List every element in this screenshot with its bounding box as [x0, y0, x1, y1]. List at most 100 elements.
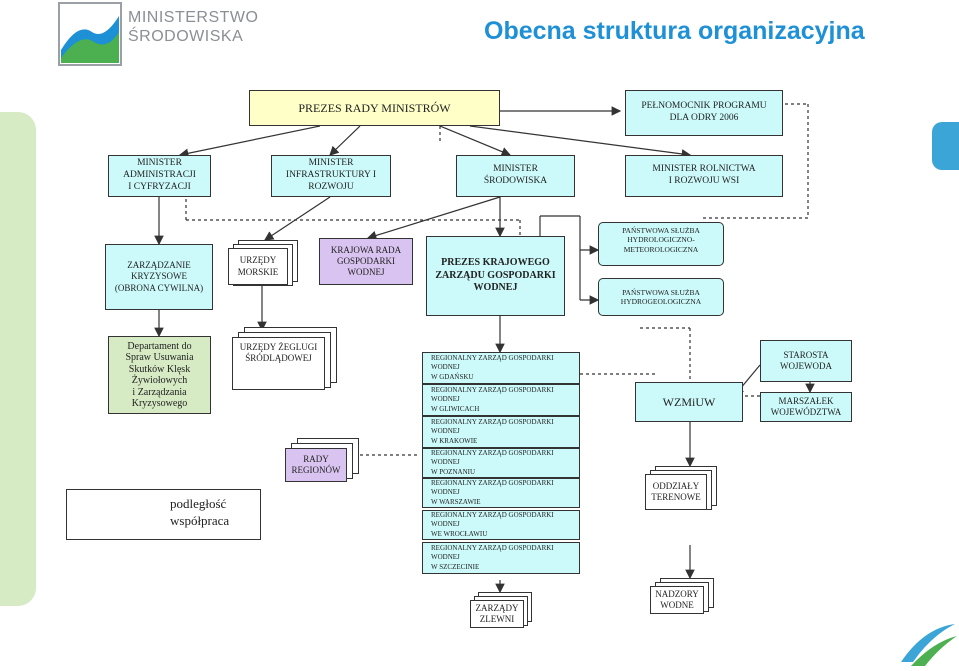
- departament-line-5: i Zarządzania: [132, 386, 187, 398]
- minister-rolnictwa-box: MINISTER ROLNICTWA I ROZWOJU WSI: [625, 155, 783, 197]
- departament-box: Departament do Spraw Usuwania Skutków Kl…: [108, 336, 211, 414]
- krajowa-rada-box: KRAJOWA RADA GOSPODARKI WODNEJ: [319, 238, 413, 285]
- wzmiuw-box: WZMiUW: [635, 382, 743, 422]
- oddzialy-line-2: TERENOWE: [651, 492, 701, 502]
- urzedy-morskie-box: URZĘDY MORSKIE: [228, 248, 288, 285]
- rzgw-gliwice-line-2: W GLIWICACH: [431, 404, 480, 413]
- rzgw-poznan-line-2: W POZNANIU: [431, 467, 476, 476]
- departament-line-6: Kryzysowego: [131, 398, 188, 409]
- page-title: Obecna struktura organizacyjna: [484, 17, 865, 45]
- rzgw-krakow-line-2: W KRAKOWIE: [431, 436, 478, 445]
- corner-swoosh-icon: [901, 624, 957, 666]
- ministry-logo: MINISTERSTWO ŚRODOWISKA: [58, 2, 258, 68]
- krajowa-rada-line-2: GOSPODARKI: [336, 255, 395, 266]
- starosta-line-1: STAROSTA: [783, 349, 829, 360]
- rzgw-poznan-box: REGIONALNY ZARZĄD GOSPODARKI WODNEJ W PO…: [422, 448, 580, 478]
- departament-line-3: Skutków Klęsk: [128, 363, 191, 375]
- marszalek-box: MARSZAŁEK WOJEWÓDZTWA: [760, 392, 852, 422]
- minister-srodowiska-box: MINISTER ŚRODOWISKA: [456, 155, 575, 197]
- psh-geo-line-2: HYDROGEOLOGICZNA: [620, 297, 702, 306]
- zarzady-line-2: ZLEWNI: [479, 614, 515, 624]
- left-green-band: [0, 112, 36, 606]
- min-rol-line-1: MINISTER ROLNICTWA: [652, 164, 756, 175]
- rzgw-wroclaw-line-2: WE WROCŁAWIU: [431, 529, 488, 538]
- min-admin-line-2: ADMINISTRACJI: [123, 170, 196, 181]
- zarzadzanie-line-2: KRYZYSOWE: [131, 271, 187, 282]
- zarzady-line-1: ZARZĄDY: [475, 602, 519, 613]
- logo-emblem: [58, 2, 122, 66]
- prezes-kzgw-line-2: ZARZĄDU GOSPODARKI: [435, 269, 556, 281]
- rzgw-warszawa-line-1: REGIONALNY ZARZĄD GOSPODARKI WODNEJ: [431, 479, 554, 497]
- psh-meteo-line-3: METEOROLOGICZNA: [623, 244, 699, 254]
- min-infra-line-1: MINISTER: [308, 158, 354, 169]
- pelnomocnik-line-1: PEŁNOMOCNIK PROGRAMU: [641, 101, 767, 112]
- logo-line-1: MINISTERSTWO: [128, 9, 259, 26]
- min-admin-line-3: I CYFRYZACJI: [128, 181, 191, 192]
- rzgw-gdansk-line-2: W GDAŃSKU: [431, 372, 474, 381]
- rzgw-wroclaw-box: REGIONALNY ZARZĄD GOSPODARKI WODNEJ WE W…: [422, 510, 580, 540]
- nadzory-line-2: WODNE: [660, 600, 694, 610]
- departament-line-2: Spraw Usuwania: [125, 352, 194, 363]
- rzgw-szczecin-line-1: REGIONALNY ZARZĄD GOSPODARKI WODNEJ: [431, 544, 554, 562]
- departament-line-4: Żywiołowych: [131, 375, 188, 386]
- pelnomocnik-line-2: DLA ODRY 2006: [669, 113, 739, 123]
- nadzory-wodne-box: NADZORY WODNE: [650, 586, 704, 614]
- psh-meteo-line-1: PAŃSTWOWA SŁUŻBA: [622, 226, 700, 235]
- pelnomocnik-box: PEŁNOMOCNIK PROGRAMU DLA ODRY 2006: [625, 90, 783, 136]
- rady-line-1: RADY: [303, 453, 329, 464]
- legend-subordination-label: podległość: [170, 496, 227, 511]
- minister-administracji-box: MINISTER ADMINISTRACJI I CYFRYZACJI: [108, 155, 211, 197]
- min-admin-line-1: MINISTER: [137, 158, 182, 169]
- zarzadzanie-kryzysowe-box: ZARZĄDZANIE KRYZYSOWE (OBRONA CYWILNA): [105, 244, 213, 310]
- minister-infrastruktury-box: MINISTER INFRASTRUKTURY I ROZWOJU: [271, 155, 391, 197]
- rzgw-krakow-line-1: REGIONALNY ZARZĄD GOSPODARKI WODNEJ: [431, 418, 554, 436]
- rzgw-poznan-line-1: REGIONALNY ZARZĄD GOSPODARKI WODNEJ: [431, 449, 554, 467]
- krajowa-rada-line-3: WODNEJ: [347, 267, 385, 278]
- rzgw-warszawa-box: REGIONALNY ZARZĄD GOSPODARKI WODNEJ W WA…: [422, 478, 580, 508]
- urzedy-morskie-line-2: MORSKIE: [237, 266, 279, 277]
- min-srod-line-2: ŚRODOWISKA: [483, 176, 548, 186]
- logo-line-2: ŚRODOWISKA: [128, 28, 244, 45]
- urzedy-morskie-line-1: URZĘDY: [239, 255, 277, 266]
- wzmiuw-label: WZMiUW: [662, 394, 716, 409]
- urzedy-zeglugi-line-2: ŚRÓDLĄDOWEJ: [245, 353, 312, 364]
- rzgw-krakow-box: REGIONALNY ZARZĄD GOSPODARKI WODNEJ W KR…: [422, 416, 580, 448]
- marszalek-line-1: MARSZAŁEK: [778, 395, 834, 406]
- oddzialy-box: ODDZIAŁY TERENOWE: [645, 474, 707, 510]
- zarzadzanie-line-3: (OBRONA CYWILNA): [114, 282, 204, 293]
- zarzadzanie-line-1: ZARZĄDZANIE: [127, 260, 191, 271]
- psh-geo-line-1: PAŃSTWOWA SŁUŻBA: [622, 287, 700, 297]
- departament-line-1: Departament do: [127, 340, 192, 352]
- rzgw-gdansk-line-1: REGIONALNY ZARZĄD GOSPODARKI WODNEJ: [431, 354, 554, 372]
- marszalek-line-2: WOJEWÓDZTWA: [770, 407, 842, 417]
- rady-regionow-box: RADY REGIONÓW: [285, 448, 347, 482]
- rady-line-2: REGIONÓW: [291, 465, 341, 475]
- nadzory-line-1: NADZORY: [655, 588, 699, 599]
- oddzialy-line-1: ODDZIAŁY: [652, 480, 700, 491]
- rzgw-gliwice-box: REGIONALNY ZARZĄD GOSPODARKI WODNEJ W GL…: [422, 384, 580, 416]
- legend-cooperation-label: współpraca: [170, 513, 230, 528]
- prezes-kzgw-box: PREZES KRAJOWEGO ZARZĄDU GOSPODARKI WODN…: [426, 236, 565, 316]
- min-infra-line-3: ROZWOJU: [308, 181, 354, 192]
- rzgw-warszawa-line-2: W WARSZAWIE: [431, 497, 481, 506]
- rzgw-szczecin-box: REGIONALNY ZARZĄD GOSPODARKI WODNEJ W SZ…: [422, 542, 580, 574]
- rzgw-gliwice-line-1: REGIONALNY ZARZĄD GOSPODARKI WODNEJ: [431, 386, 554, 404]
- prezes-kzgw-line-1: PREZES KRAJOWEGO: [441, 257, 550, 269]
- starosta-box: STAROSTA WOJEWODA: [760, 340, 852, 382]
- zarzady-zlewni-box: ZARZĄDY ZLEWNI: [470, 600, 524, 628]
- starosta-line-2: WOJEWODA: [780, 361, 832, 371]
- urzedy-zeglugi-line-1: URZĘDY ŻEGLUGI: [239, 342, 318, 352]
- urzedy-zeglugi-box: URZĘDY ŻEGLUGI ŚRÓDLĄDOWEJ: [232, 337, 325, 390]
- psh-meteo-line-2: HYDROLOGICZNO-: [627, 235, 695, 245]
- psh-geo-box: PAŃSTWOWA SŁUŻBA HYDROGEOLOGICZNA: [598, 278, 724, 316]
- rzgw-gdansk-box: REGIONALNY ZARZĄD GOSPODARKI WODNEJ W GD…: [422, 352, 580, 384]
- rzgw-szczecin-line-2: W SZCZECINIE: [431, 562, 480, 571]
- min-srod-line-1: MINISTER: [493, 164, 538, 175]
- krajowa-rada-line-1: KRAJOWA RADA: [330, 244, 402, 255]
- psh-meteo-box: PAŃSTWOWA SŁUŻBA HYDROLOGICZNO- METEOROL…: [598, 222, 724, 266]
- prezes-rady-ministrow-box: PREZES RADY MINISTRÓW: [249, 90, 500, 126]
- prezes-rm-label: PREZES RADY MINISTRÓW: [298, 100, 451, 115]
- min-infra-line-2: INFRASTRUKTURY I: [285, 170, 377, 181]
- rzgw-wroclaw-line-1: REGIONALNY ZARZĄD GOSPODARKI WODNEJ: [431, 511, 554, 529]
